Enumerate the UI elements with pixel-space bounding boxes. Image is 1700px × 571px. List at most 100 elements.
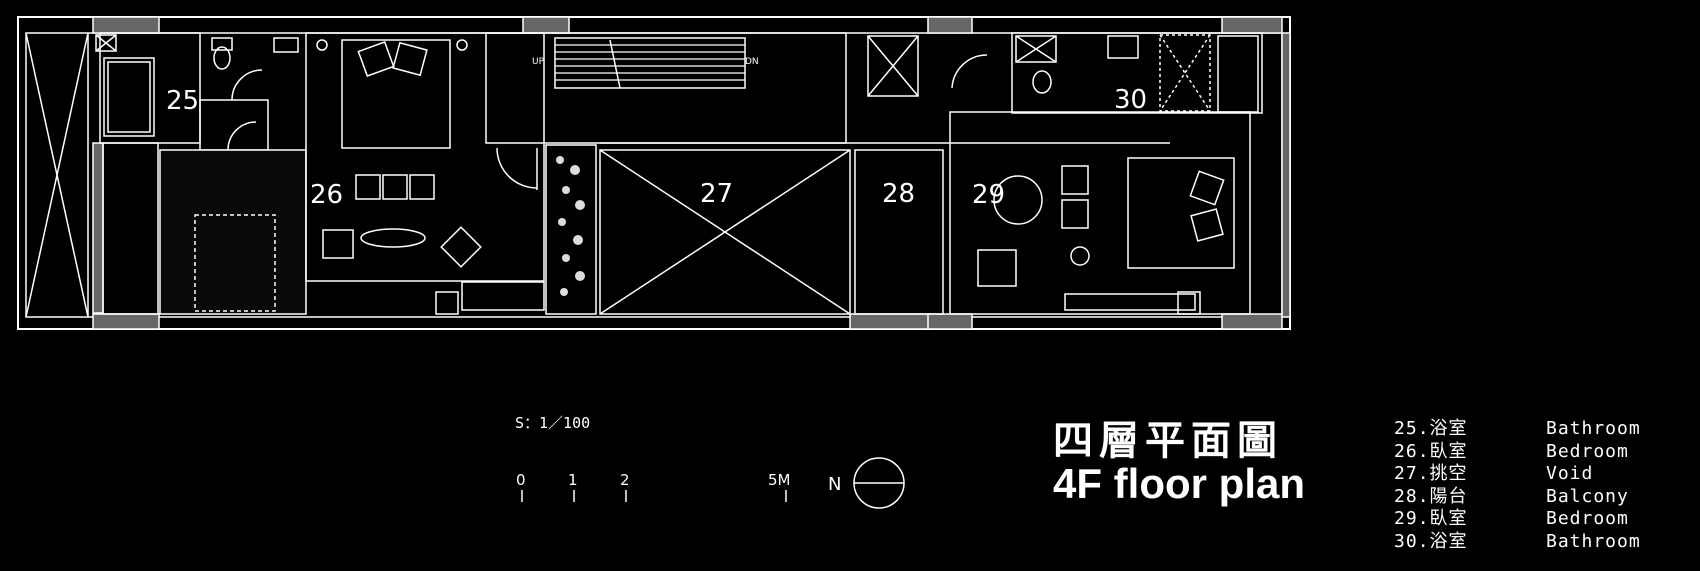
room-29 <box>949 111 1251 315</box>
scale-tick-label: 2 <box>620 471 630 489</box>
wall-segment <box>522 16 570 34</box>
stool <box>1070 246 1090 266</box>
foliage <box>558 218 566 226</box>
hatched-area <box>159 149 307 315</box>
elevator <box>867 35 919 97</box>
pillow <box>357 41 395 77</box>
door-swing <box>227 121 257 151</box>
legend-cn: 25.浴室 <box>1394 418 1468 439</box>
legend-item: 29.臥室 Bedroom <box>1394 508 1641 531</box>
foliage <box>575 200 585 210</box>
foliage <box>562 186 570 194</box>
wall-segment <box>92 313 160 330</box>
room-number: 28 <box>882 179 915 209</box>
void-27 <box>599 149 851 315</box>
sofa-seat <box>1061 165 1089 195</box>
small-box <box>1177 291 1201 315</box>
wall-segment <box>92 142 104 314</box>
tub-box <box>1015 35 1057 63</box>
legend-en: Balcony <box>1546 485 1629 507</box>
room-number: 26 <box>310 180 343 210</box>
sink <box>1107 35 1139 59</box>
shower <box>1159 34 1211 112</box>
sofa-seat <box>355 174 381 200</box>
wall-segment <box>927 313 973 330</box>
wall-segment <box>849 313 931 330</box>
room-number: 25 <box>166 86 199 116</box>
armchair <box>977 249 1017 287</box>
legend-item: 26.臥室 Bedroom <box>1394 441 1641 464</box>
stair-down-label: DN <box>745 57 759 67</box>
foliage <box>570 165 580 175</box>
scale-tick-label: 1 <box>568 471 578 489</box>
door-swing <box>231 69 263 101</box>
legend-en: Bathroom <box>1546 530 1641 552</box>
door-swing <box>951 54 988 89</box>
bathtub-inner <box>107 61 151 133</box>
sofa-seat <box>409 174 435 200</box>
planter <box>545 144 597 315</box>
elevator-x <box>867 35 919 97</box>
stair-break <box>609 39 621 89</box>
mat <box>194 214 276 312</box>
left-corridor <box>102 142 159 315</box>
legend-cn: 27.挑空 <box>1394 463 1468 484</box>
foliage <box>560 288 568 296</box>
scale-ratio: S：1／100 <box>515 414 591 432</box>
room-number: 30 <box>1114 85 1147 115</box>
ottoman <box>440 226 482 268</box>
wardrobe <box>461 281 545 311</box>
left-panel-x <box>25 32 89 318</box>
north-label: N <box>828 474 841 495</box>
legend-en: Bedroom <box>1546 508 1629 529</box>
room-30 <box>1011 32 1263 114</box>
room-number: 29 <box>972 180 1005 210</box>
room-26 <box>305 32 545 282</box>
legend-en: Bathroom <box>1546 418 1641 439</box>
door-swing <box>496 147 538 189</box>
ottoman <box>322 229 354 259</box>
bed <box>1127 157 1235 269</box>
pillow <box>1190 208 1224 242</box>
foliage <box>556 156 564 164</box>
foliage <box>575 271 585 281</box>
legend-cn: 30.浴室 <box>1394 530 1468 552</box>
foliage <box>573 235 583 245</box>
sink <box>273 37 299 53</box>
corner-box-x <box>95 34 117 52</box>
void-x <box>599 149 851 315</box>
tub-box-x <box>1015 35 1057 63</box>
legend-item: 25.浴室 Bathroom <box>1394 418 1641 441</box>
wardrobe <box>1064 293 1196 311</box>
wall-segment <box>1221 16 1283 34</box>
pillow <box>1189 170 1225 206</box>
legend-item: 30.浴室 Bathroom <box>1394 531 1641 554</box>
stair-up-label: UP <box>532 57 545 67</box>
vanity <box>1217 35 1259 113</box>
legend-en: Bedroom <box>1546 440 1629 462</box>
title-chinese: 四層平面圖 <box>1053 418 1283 464</box>
room-number: 27 <box>700 179 733 209</box>
wall-segment <box>927 16 973 34</box>
bathtub <box>103 57 155 137</box>
wall-segment <box>1221 313 1283 330</box>
wall-segment <box>92 16 160 34</box>
lamp <box>316 39 328 51</box>
title-english: 4F floor plan <box>1053 460 1305 507</box>
legend-item: 28.陽台 Balcony <box>1394 486 1641 509</box>
legend-cn: 28.陽台 <box>1394 485 1468 507</box>
legend-en: Void <box>1546 463 1594 484</box>
scale-end-label: 5M <box>768 471 791 489</box>
scale-tick-label: 0 <box>516 471 526 489</box>
toilet-tank <box>211 37 233 51</box>
room-25-closet <box>199 99 269 151</box>
legend-item: 27.挑空 Void <box>1394 463 1641 486</box>
coffee-table <box>360 228 426 248</box>
pillow <box>392 41 428 77</box>
bed <box>341 39 451 149</box>
round-table <box>993 175 1043 225</box>
lamp <box>456 39 468 51</box>
small-box <box>435 291 459 315</box>
legend-cn: 26.臥室 <box>1394 440 1468 462</box>
